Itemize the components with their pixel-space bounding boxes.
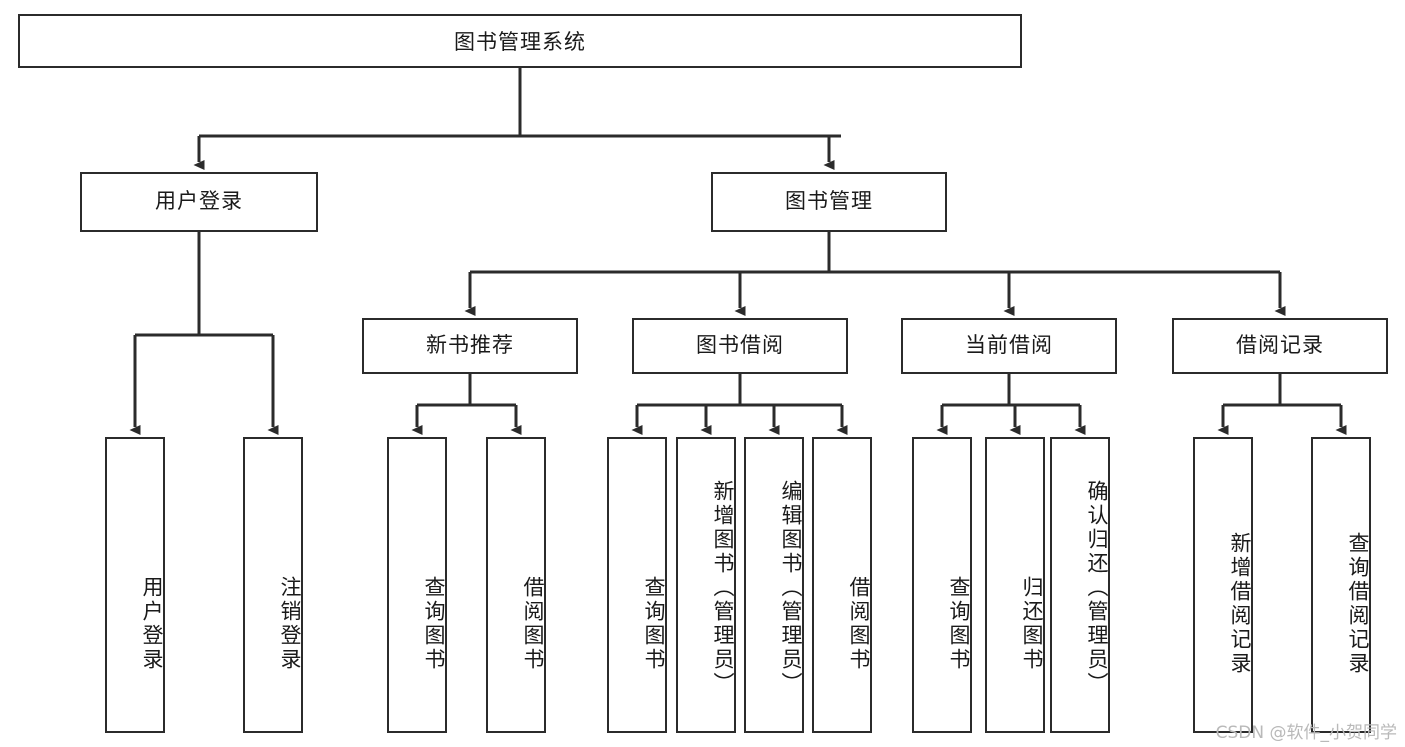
- csdn-watermark: CSDN @软件_小贺同学: [1215, 723, 1397, 743]
- node-leaf-borrow-book-recommend[interactable]: 借阅图书: [486, 437, 546, 733]
- node-leaf-return-book-label: 归还图书: [1020, 576, 1044, 672]
- node-leaf-user-login[interactable]: 用户登录: [105, 437, 165, 733]
- node-borrow-record[interactable]: 借阅记录: [1172, 318, 1388, 374]
- node-current-borrow[interactable]: 当前借阅: [901, 318, 1117, 374]
- node-leaf-query-book-borrow[interactable]: 查询图书: [607, 437, 667, 733]
- node-leaf-add-borrow-record[interactable]: 新增借阅记录: [1193, 437, 1253, 733]
- node-current-borrow-label: 当前借阅: [965, 333, 1053, 358]
- node-leaf-user-login-label: 用户登录: [140, 576, 164, 672]
- node-book-borrow[interactable]: 图书借阅: [632, 318, 848, 374]
- node-leaf-query-book-current[interactable]: 查询图书: [912, 437, 972, 733]
- node-leaf-add-book-admin-label: 新增图书（管理员）: [711, 480, 735, 696]
- node-leaf-return-book[interactable]: 归还图书: [985, 437, 1045, 733]
- node-leaf-query-book-borrow-label: 查询图书: [642, 576, 666, 672]
- node-leaf-logout-login[interactable]: 注销登录: [243, 437, 303, 733]
- node-leaf-add-book-admin[interactable]: 新增图书（管理员）: [676, 437, 736, 733]
- node-leaf-edit-book-admin[interactable]: 编辑图书（管理员）: [744, 437, 804, 733]
- node-book-borrow-label: 图书借阅: [696, 333, 784, 358]
- node-leaf-query-borrow-record[interactable]: 查询借阅记录: [1311, 437, 1371, 733]
- node-new-book-recommend[interactable]: 新书推荐: [362, 318, 578, 374]
- node-leaf-query-book-current-label: 查询图书: [947, 576, 971, 672]
- node-book-management[interactable]: 图书管理: [711, 172, 947, 232]
- node-root-label: 图书管理系统: [454, 30, 586, 54]
- node-user-login[interactable]: 用户登录: [80, 172, 318, 232]
- node-leaf-confirm-return-admin-label: 确认归还（管理员）: [1085, 480, 1109, 696]
- node-user-login-label: 用户登录: [155, 189, 243, 214]
- node-book-management-label: 图书管理: [785, 189, 873, 214]
- node-root[interactable]: 图书管理系统: [18, 14, 1022, 68]
- node-leaf-query-book-recommend-label: 查询图书: [422, 576, 446, 672]
- node-leaf-query-book-recommend[interactable]: 查询图书: [387, 437, 447, 733]
- node-leaf-logout-login-label: 注销登录: [278, 576, 302, 672]
- node-leaf-confirm-return-admin[interactable]: 确认归还（管理员）: [1050, 437, 1110, 733]
- node-leaf-edit-book-admin-label: 编辑图书（管理员）: [779, 480, 803, 696]
- node-borrow-record-label: 借阅记录: [1236, 333, 1324, 358]
- node-leaf-borrow-book[interactable]: 借阅图书: [812, 437, 872, 733]
- node-leaf-query-borrow-record-label: 查询借阅记录: [1346, 532, 1370, 676]
- node-leaf-add-borrow-record-label: 新增借阅记录: [1228, 532, 1252, 676]
- node-leaf-borrow-book-label: 借阅图书: [847, 576, 871, 672]
- node-leaf-borrow-book-recommend-label: 借阅图书: [521, 576, 545, 672]
- node-new-book-recommend-label: 新书推荐: [426, 333, 514, 358]
